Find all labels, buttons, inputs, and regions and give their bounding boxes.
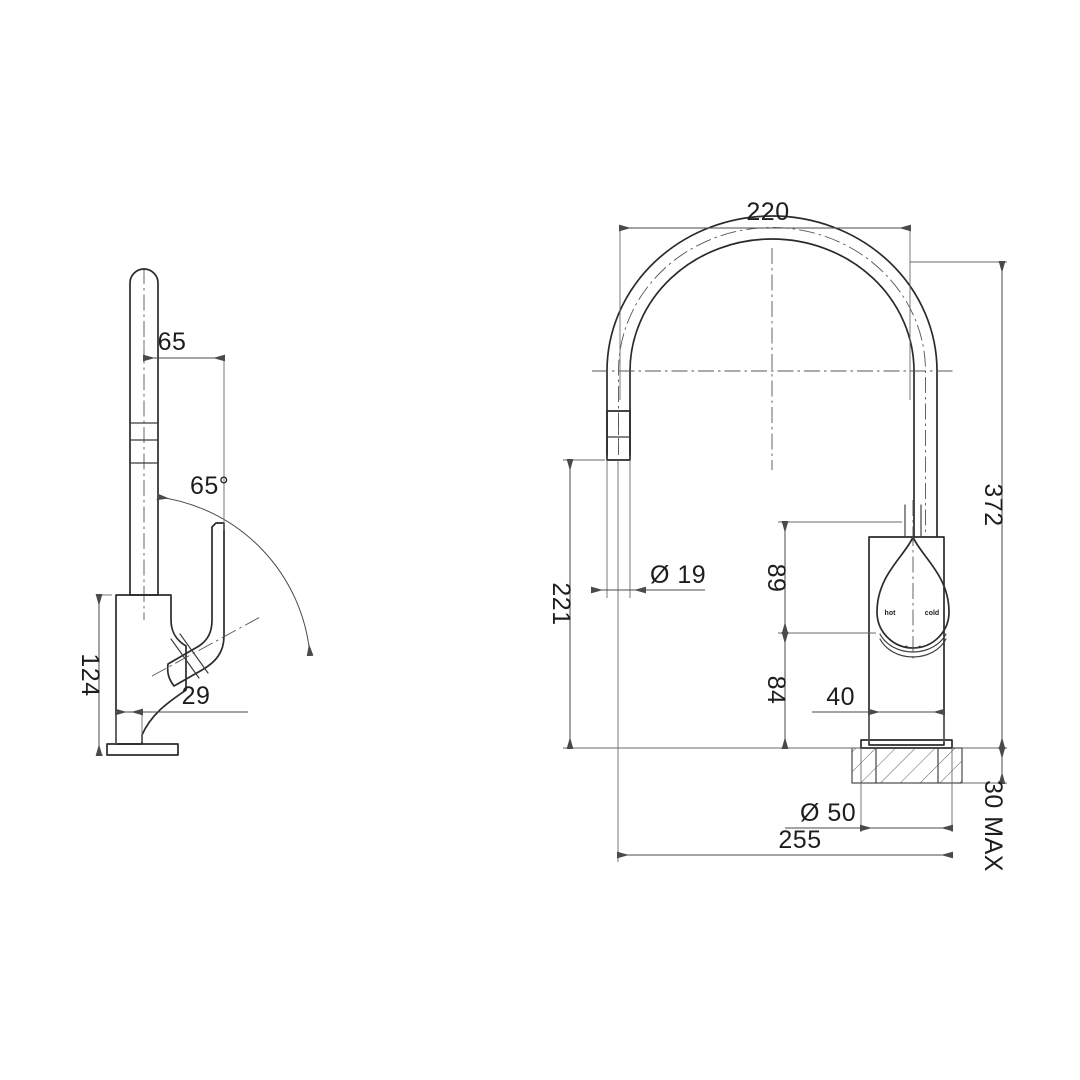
dim-label-84: 84 (762, 676, 790, 705)
dim-label-40: 40 (826, 683, 855, 711)
benchtop-hatching (852, 748, 962, 783)
dim-label-372: 372 (979, 483, 1007, 526)
dim-label-221: 221 (547, 582, 575, 625)
dim-label-124: 124 (76, 653, 104, 696)
base-flange-side (106, 743, 179, 756)
gooseneck-outer-profile (606, 215, 938, 538)
handle-lever-side (166, 522, 225, 687)
handle-hot-label: hot (885, 610, 897, 617)
dim-label-dia50: Ø 50 (800, 799, 856, 827)
dim-label-30max: 30 MAX (979, 780, 1007, 872)
body-outline-side (115, 594, 187, 745)
riser-tube-outline (129, 268, 159, 596)
body-column-front (868, 536, 945, 746)
angle-arc-65deg (156, 493, 314, 657)
dim-label-255: 255 (778, 826, 821, 854)
dim-label-65-degrees: 65° (190, 472, 229, 500)
dim-label-220: 220 (746, 198, 789, 226)
right-front-elevation-view: hot cold 220 372 221 Ø 19 (547, 198, 1007, 872)
dim-label-89: 89 (762, 564, 790, 593)
gooseneck-inner-profile (629, 238, 915, 538)
dim-label-65: 65 (158, 328, 187, 356)
dim-label-dia19: Ø 19 (650, 561, 706, 589)
gooseneck-centerline (618, 227, 926, 537)
dim-label-29: 29 (182, 682, 211, 710)
benchtop-outline (851, 747, 963, 784)
base-flange-front (860, 739, 953, 749)
handle-cold-label: cold (925, 610, 939, 617)
left-side-elevation-view: 65 65° 124 29 (76, 268, 314, 756)
